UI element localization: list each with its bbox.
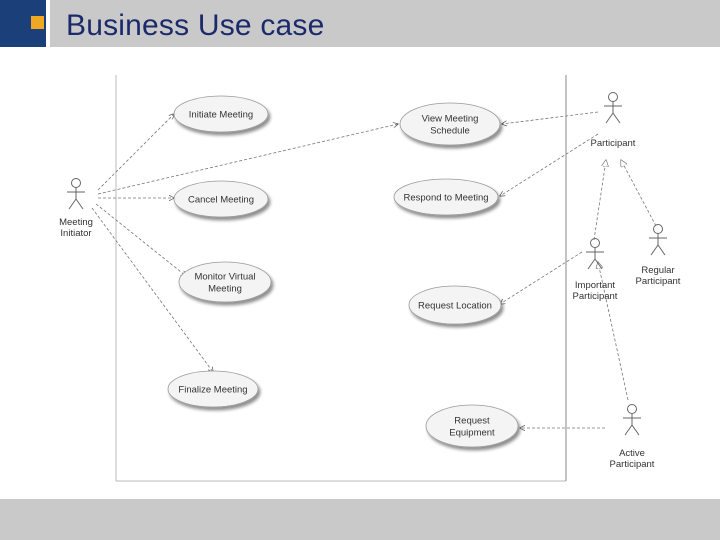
use-case-label: Monitor Virtual [194, 272, 255, 283]
participant-associations [500, 111, 605, 428]
actor-head-icon [653, 224, 663, 234]
use-case-label: Finalize Meeting [178, 385, 247, 396]
actor-leg-right [75, 198, 84, 210]
actor-leg-right [657, 244, 666, 256]
use-case-ellipse [399, 102, 501, 146]
actor-label: Initiator [60, 228, 91, 239]
use-case-label: Schedule [430, 126, 470, 137]
actor-label: Meeting [59, 217, 93, 228]
use-case-respond-to-meeting: Respond to Meeting [393, 178, 499, 216]
actor-participant: Participant [591, 92, 636, 149]
use-case-request-location: Request Location [408, 285, 502, 325]
use-case-label: View Meeting [422, 114, 479, 125]
actor-leg-left [605, 112, 614, 124]
use-case-label: Request Location [418, 301, 492, 312]
actor-head-icon [590, 238, 600, 248]
use-case-cancel-meeting: Cancel Meeting [173, 180, 269, 218]
actor-leg-left [650, 244, 659, 256]
logo-separator [46, 0, 50, 47]
use-case-label: Meeting [208, 284, 242, 295]
actor-label: Participant [591, 138, 636, 149]
initiator-associations [91, 114, 398, 372]
use-case-label: Equipment [449, 428, 495, 439]
header-bar [0, 0, 720, 47]
actor-label: Regular [641, 265, 674, 276]
actor-label: Participant [636, 276, 681, 287]
actor-head-icon [627, 404, 637, 414]
footer-bar [0, 499, 720, 540]
actor-leg-left [68, 198, 77, 210]
use-case-ellipse [178, 261, 272, 303]
actor-label: Active [619, 448, 645, 459]
use-case-ellipse [425, 404, 519, 448]
logo-square-icon [31, 16, 44, 29]
use-case-label: Initiate Meeting [189, 110, 253, 121]
use-case-ellipse [408, 285, 502, 325]
actor-head-icon [71, 178, 81, 188]
actor-label: Participant [610, 459, 655, 470]
page-title: Business Use case [66, 9, 325, 42]
use-case-label: Respond to Meeting [403, 193, 488, 204]
logo [0, 0, 46, 47]
actor-leg-left [587, 258, 596, 270]
actor-leg-right [631, 424, 640, 436]
use-case-ellipse [173, 95, 269, 133]
generalizations [593, 160, 657, 401]
use-case-label: Cancel Meeting [188, 195, 254, 206]
actor-leg-left [624, 424, 633, 436]
actor-label: Participant [573, 291, 618, 302]
use-case-initiate-meeting: Initiate Meeting [173, 95, 269, 133]
use-case-label: Request [454, 416, 490, 427]
actor-leg-right [594, 258, 603, 270]
use-case-ellipse [167, 370, 259, 408]
use-case-ellipse [173, 180, 269, 218]
use-case-finalize-meeting: Finalize Meeting [167, 370, 259, 408]
actor-label: Important [575, 280, 615, 291]
actor-head-icon [608, 92, 618, 102]
use-case-ellipse [393, 178, 499, 216]
actor-leg-right [612, 112, 621, 124]
